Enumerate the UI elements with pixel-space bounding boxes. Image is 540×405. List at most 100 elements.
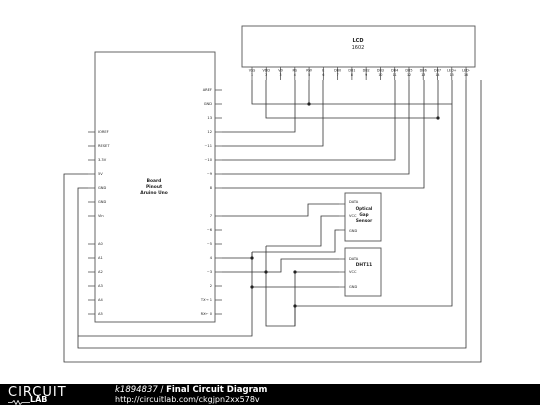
optical-name-2: Gap: [359, 212, 368, 217]
wire-vss: [251, 80, 452, 105]
lcd-pin-label-1: VDD: [262, 69, 270, 73]
board-left-label-8: A1: [98, 256, 103, 260]
lcd-pin-number-13: 14: [435, 73, 439, 77]
junction-3: [293, 270, 297, 274]
wire-db5: [222, 80, 410, 175]
lcd-pin-label-6: DB0: [334, 69, 341, 73]
lcd-pin-number-8: 9: [365, 73, 367, 77]
wire-rs: [222, 80, 296, 133]
board-model: Aruino Uno: [140, 190, 168, 196]
optical-name-1: Optical: [356, 206, 373, 211]
board-right-label-9: ~6: [207, 228, 213, 232]
board-right-label-7: 8: [210, 186, 213, 190]
optical-pin-data: DATA: [349, 200, 359, 204]
diagram-url[interactable]: http://circuitlab.com/ckgjpn2xx578v: [115, 395, 260, 404]
junction-5: [250, 285, 254, 289]
lcd-pin-label-5: E: [322, 69, 324, 73]
lcd-pin-label-0: VSS: [249, 69, 256, 73]
board-right-label-13: 2: [210, 284, 212, 288]
board-left-label-12: A5: [98, 312, 103, 316]
dht-pin-data: DATA: [349, 257, 359, 261]
lcd-model: 1602: [352, 45, 365, 51]
lcd-pin-label-9: DB3: [377, 69, 384, 73]
board-right-label-12: ~3: [207, 270, 212, 274]
wire-vcc-rail: [265, 246, 296, 327]
lcd-body: [241, 25, 476, 68]
lcd-pin-label-15: LED-: [462, 69, 471, 73]
diagram-title-line: k1894837 / Final Circuit Diagram: [115, 385, 267, 395]
wire-optical-vcc: [266, 215, 339, 247]
dht-pin-gnd: GND: [349, 285, 357, 289]
lcd-pin-label-14: LED+: [447, 69, 457, 73]
wire-db4: [222, 80, 396, 161]
lcd-pin-number-0: 1: [251, 73, 253, 77]
junction-7: [293, 304, 297, 308]
diagram-title: Final Circuit Diagram: [166, 385, 268, 395]
wire-optical-gnd: [252, 229, 339, 253]
board-right-label-3: 12: [207, 130, 212, 134]
board-subtitle: Pinout: [146, 184, 162, 190]
optical-pin-vcc: VCC: [349, 214, 357, 218]
author-name[interactable]: k1894837: [115, 385, 158, 395]
board-left-label-3: 5V: [98, 172, 103, 176]
lcd-pin-number-12: 13: [421, 73, 425, 77]
lcd-pin-number-10: 11: [393, 73, 397, 77]
lcd-pin-label-13: DB7: [434, 69, 441, 73]
lcd-pin-number-4: 5: [308, 73, 310, 77]
lcd-pin-label-2: V0: [278, 69, 282, 73]
dht-name: DHT11: [356, 262, 372, 268]
lcd-pin-label-4: RW: [306, 69, 312, 73]
board-right-label-8: 7: [210, 214, 212, 218]
board-right-label-2: 13: [207, 116, 212, 120]
board-right-label-15: RX← 0: [201, 312, 213, 316]
lcd-pin-number-3: 4: [294, 73, 296, 77]
lcd-pin-number-1: 2: [265, 73, 267, 77]
board-left-label-1: RESET: [98, 144, 110, 148]
dht-pin-vcc: VCC: [349, 270, 357, 274]
junction-6: [436, 116, 440, 120]
board-right-label-1: GND: [204, 102, 212, 106]
lcd-pin-label-11: DB5: [405, 69, 412, 73]
board-left-label-2: 3.3V: [98, 158, 107, 162]
optical-sensor-body: [344, 192, 382, 242]
lcd-pin-label-8: DB2: [363, 69, 370, 73]
junction-1: [307, 102, 311, 106]
lcd-pin-number-2: 3: [280, 73, 282, 77]
lcd-pin-label-10: DB4: [391, 69, 398, 73]
board-right-label-11: 4: [210, 256, 213, 260]
board-left-label-10: A3: [98, 284, 103, 288]
lcd-pin-label-12: DB6: [420, 69, 427, 73]
board-right-label-5: ~10: [204, 158, 212, 162]
wire-dht-data: [222, 258, 339, 273]
optical-name-3: Sensor: [356, 218, 373, 223]
wire-db6: [222, 80, 425, 189]
board-title: Board: [147, 178, 162, 184]
circuitlab-logo-top[interactable]: CIRCUIT: [8, 385, 67, 400]
wire-led-plus: [295, 80, 453, 307]
board-left-label-4: GND: [98, 186, 106, 190]
wire-gnd-rail: [78, 252, 253, 337]
lcd-pin-label-3: RS: [293, 69, 298, 73]
optical-pin-gnd: GND: [349, 229, 357, 233]
board-right-label-6: ~9: [207, 172, 213, 176]
board-right-label-10: ~5: [207, 242, 212, 246]
title-separator: /: [157, 385, 167, 395]
circuitlab-logo-bottom: LAB: [30, 395, 48, 404]
wire-optical-data: [222, 203, 339, 217]
wire-led-minus: [77, 80, 467, 349]
wire-vdd: [265, 80, 438, 119]
lcd-pin-number-7: 8: [351, 73, 353, 77]
arduino-body: [94, 51, 216, 323]
board-left-label-6: Vin: [98, 214, 104, 218]
lcd-pin-number-15: 16: [464, 73, 468, 77]
board-right-label-4: ~11: [204, 144, 212, 148]
lcd-pin-label-7: DB1: [348, 69, 355, 73]
footer-bar: CIRCUIT LAB k1894837 / Final Circuit Dia…: [0, 384, 540, 405]
wire-e: [222, 80, 324, 147]
board-right-label-0: AREF: [203, 88, 212, 92]
board-left-label-11: A4: [98, 298, 103, 302]
lcd-pin-number-5: 6: [322, 73, 324, 77]
board-left-label-7: A0: [98, 242, 103, 246]
board-left-label-9: A2: [98, 270, 103, 274]
junction-4: [264, 270, 268, 274]
